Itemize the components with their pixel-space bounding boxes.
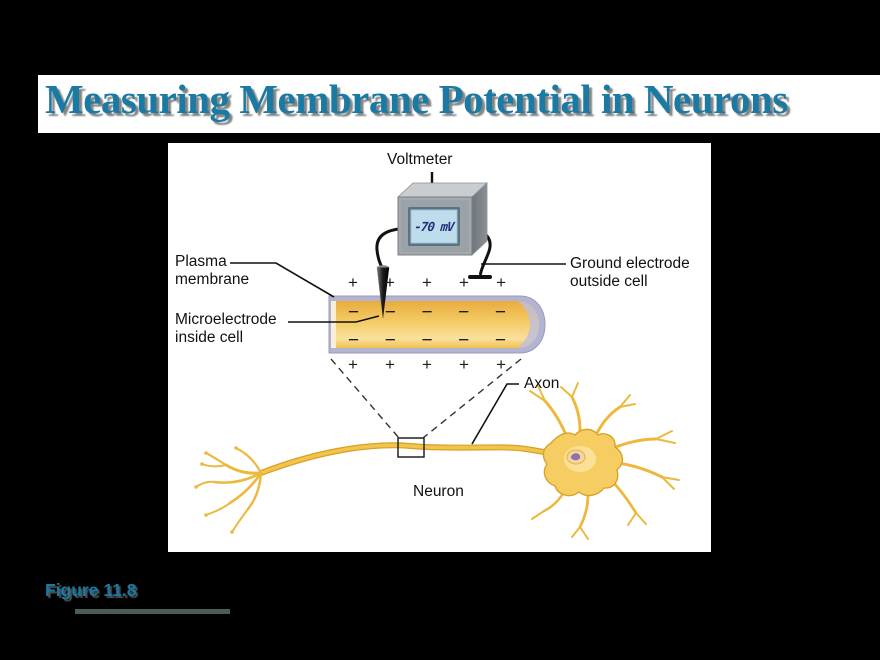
plus-symbol: + xyxy=(385,355,395,374)
outside-plus-charges-bottom: + + + + + xyxy=(348,355,506,375)
microelectrode-label: Microelectrode inside cell xyxy=(175,311,277,346)
voltmeter-label: Voltmeter xyxy=(387,151,453,168)
diagram-panel: Voltmeter Plasma membrane Microelectrode… xyxy=(168,143,711,552)
microelectrode-icon xyxy=(376,265,390,319)
slide-title: Measuring Membrane Potential in Neurons xyxy=(45,76,788,122)
plasma-membrane-line2: membrane xyxy=(175,270,250,288)
microelectrode-wire xyxy=(375,227,401,271)
inside-minus-charges-row2: − − − − − xyxy=(348,330,506,352)
neuron-label: Neuron xyxy=(413,483,464,500)
minus-symbol: − xyxy=(458,302,470,323)
plus-symbol: + xyxy=(422,355,432,374)
plus-symbol: + xyxy=(348,355,358,374)
figure-caption: Figure 11.8 xyxy=(45,580,137,600)
voltmeter-illustration xyxy=(396,172,489,256)
microelectrode-line2: inside cell xyxy=(175,328,244,346)
ground-electrode-line1: Ground electrode xyxy=(570,255,690,272)
title-band xyxy=(38,75,880,133)
plasma-membrane-label: Plasma membrane xyxy=(175,253,249,288)
plus-symbol: + xyxy=(459,273,469,292)
axon-terminals xyxy=(194,446,263,534)
minus-symbol: − xyxy=(494,330,506,351)
nucleolus xyxy=(570,453,581,461)
plus-symbol: + xyxy=(385,273,395,292)
minus-symbol: − xyxy=(384,330,396,351)
neuron-diagram-illustration xyxy=(194,172,680,540)
label-leader-lines xyxy=(230,262,566,445)
minus-symbol: − xyxy=(421,330,433,351)
zoom-dashed-lines xyxy=(330,358,522,439)
plus-symbol: + xyxy=(496,273,506,292)
minus-symbol: − xyxy=(348,302,360,323)
lcd-screen xyxy=(410,209,458,244)
ground-electrode-label: Ground electrode outside cell xyxy=(570,255,690,290)
axon-label: Axon xyxy=(524,375,560,392)
caption-underline xyxy=(75,609,230,614)
plus-symbol: + xyxy=(348,273,358,292)
microelectrode-line1: Microelectrode xyxy=(175,311,277,328)
plasma-membrane-line1: Plasma xyxy=(175,253,227,270)
plus-symbol: + xyxy=(422,273,432,292)
inside-minus-charges-row1: − − − − − xyxy=(348,302,506,324)
minus-symbol: − xyxy=(384,302,396,323)
minus-symbol: − xyxy=(421,302,433,323)
plus-symbol: + xyxy=(496,355,506,374)
minus-symbol: − xyxy=(348,330,360,351)
voltmeter-reading: -70 mV xyxy=(413,219,455,234)
neuron-illustration xyxy=(194,382,680,540)
plus-symbol: + xyxy=(459,355,469,374)
minus-symbol: − xyxy=(494,302,506,323)
minus-symbol: − xyxy=(458,330,470,351)
zoom-rectangle xyxy=(397,437,425,458)
ground-electrode-line2: outside cell xyxy=(570,272,648,290)
outside-plus-charges-top: + + + + + xyxy=(348,273,506,293)
